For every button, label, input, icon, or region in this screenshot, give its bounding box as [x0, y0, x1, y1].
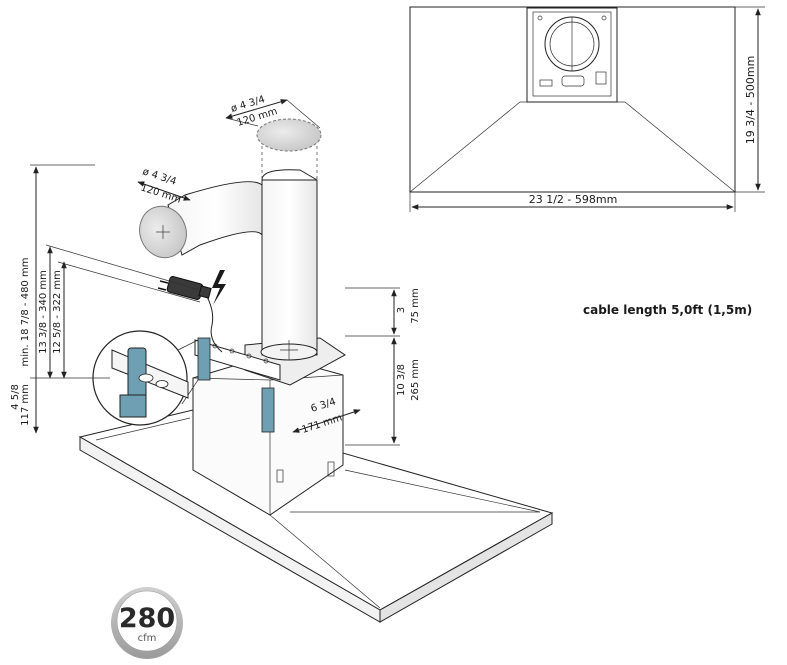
side-duct-mm-label: 120 mm: [139, 182, 182, 205]
mounting-bracket: [194, 337, 281, 433]
badge-value: 280: [119, 603, 175, 634]
top-duct-outlet: [256, 118, 322, 152]
chimney-top-mm-label: 75 mm: [410, 288, 421, 323]
top-depth-label: 19 3/4 - 500mm: [744, 56, 757, 145]
isometric-hood: [78, 118, 554, 623]
mid-outer-height-label: 13 3/8 - 340 mm: [38, 270, 49, 354]
side-duct-dimension-line: [137, 181, 191, 201]
vertical-duct: [261, 179, 318, 356]
hood-height-inch-label: 4 5/8: [10, 384, 21, 410]
hood-height-mm-label: 117 mm: [20, 384, 31, 426]
top-duct-dimension-line: [225, 99, 288, 119]
motor-housing-top: [526, 7, 618, 103]
chimney-width-line: [292, 409, 361, 433]
mid-inner-height-label: 12 5/8 - 322 mm: [52, 270, 63, 354]
top-view: 23 1/2 - 598mm 19 3/4 - 500mm: [409, 6, 765, 212]
electric-bolt-icon: [212, 270, 226, 305]
top-width-label: 23 1/2 - 598mm: [529, 193, 618, 206]
chimney-body-inch-label: 10 3/8: [396, 364, 407, 396]
cable-length-note: cable length 5,0ft (1,5m): [583, 303, 752, 317]
bracket-detail-callout: [92, 330, 199, 426]
power-plug: [157, 276, 223, 353]
chimney-body-mm-label: 265 mm: [410, 359, 421, 401]
overall-height-label: min. 18 7/8 - 480 mm: [20, 258, 31, 367]
top-view-outline: [409, 6, 736, 193]
badge-unit: cfm: [138, 633, 157, 644]
chimney-top-inch-label: 3: [396, 307, 407, 313]
bracket-clip-right: [261, 387, 275, 433]
bracket-clip-left: [197, 337, 211, 381]
airflow-badge: 280 cfm: [111, 587, 183, 659]
